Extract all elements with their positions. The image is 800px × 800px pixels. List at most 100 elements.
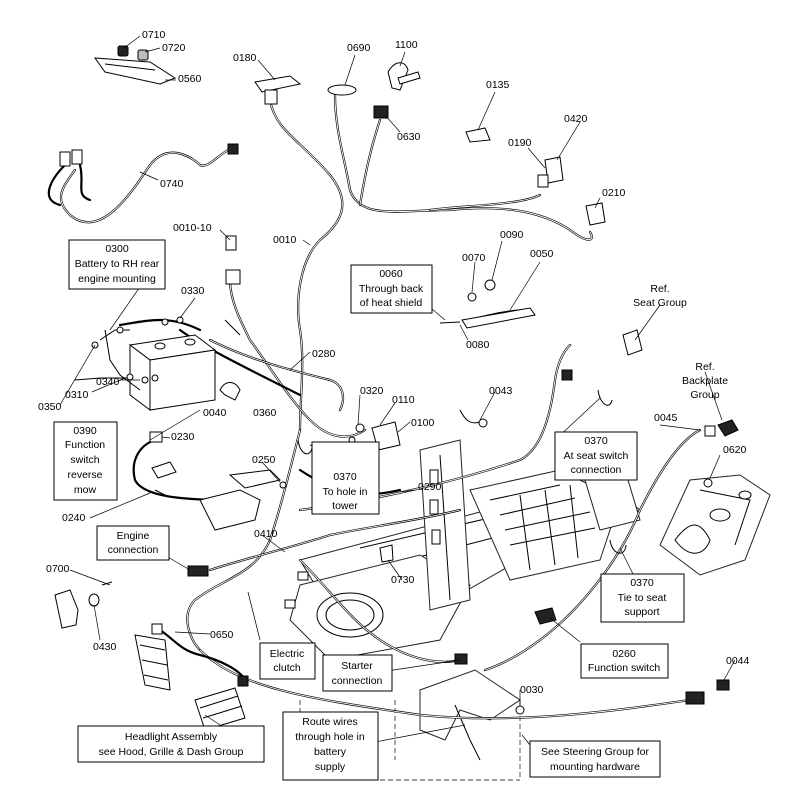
plug-0740c [227,143,239,155]
tie-0370a [597,389,613,406]
callout-0060-line-2: Through back [359,283,424,295]
callout-headlight-line-1: Headlight Assembly [125,731,218,743]
part-number-0630: 0630 [397,131,421,143]
callout-engine-line-2: connection [108,544,159,556]
washer-0090 [484,279,496,291]
callout-0300-line-3: engine mounting [78,273,156,285]
part-number-0330: 0330 [181,285,205,297]
part-number-0250: 0250 [252,454,276,466]
callout-labels: 0300 Battery to RH rear engine mounting … [65,243,728,773]
callout-headlight-line-2: see Hood, Grille & Dash Group [99,746,244,758]
battery-0040 [128,334,217,411]
part-number-0070: 0070 [462,252,486,264]
keys-1100 [387,62,409,91]
part-number-0050: 0050 [530,248,554,260]
part-number-0240: 0240 [62,512,86,524]
connector-0044a [685,691,705,705]
connector-0650 [151,623,163,635]
part-number-0740: 0740 [160,178,184,190]
part-number-0430: 0430 [93,641,117,653]
callout-box-route [282,711,379,781]
callout-box-0060 [350,264,433,314]
callout-0370c-line-2: Tie to seat [618,592,667,604]
plug-0740b [71,149,83,165]
callout-0370c-line-1: 0370 [630,577,654,589]
callout-0370a-line-3: connection [571,464,622,476]
part-number-0230: 0230 [171,431,195,443]
callout-0390-line-5: mow [74,484,97,496]
part-number-0010: 0010 [273,234,297,246]
connector-0045 [704,425,716,437]
part-number-0560: 0560 [178,73,202,85]
switch-0720 [137,49,149,61]
seat-switch-connector [561,369,573,381]
part-number-0044: 0044 [726,655,750,667]
callout-0300-line-2: Battery to RH rear [75,258,160,270]
callout-0060-line-1: 0060 [379,268,403,280]
part-number-0720: 0720 [162,42,186,54]
switch-0630 [373,105,389,119]
switch-0710 [117,45,129,57]
seat-pan [659,474,771,576]
part-number-0045: 0045 [654,412,678,424]
part-number-0090: 0090 [500,229,524,241]
callout-box-clutch [259,642,316,680]
part-number-0650: 0650 [210,629,234,641]
part-number-0290: 0290 [418,481,442,493]
callout-0370b-line-2: To hole in [323,486,368,498]
callout-route-line-4: supply [315,761,346,773]
part-number-0110: 0110 [392,394,415,406]
tie-0370c [609,539,627,554]
connector-0044 [716,679,730,691]
bolt-0030 [515,705,525,715]
callout-box-0370b [311,441,380,515]
callout-0390-line-2: Function [65,439,105,451]
callout-box-starter [322,654,393,692]
callout-route-line-1: Route wires [302,716,357,728]
callout-0370b-line-3: tower [332,500,358,512]
callout-seat-line-1: Ref. [650,283,669,295]
callout-backplate-line-1: Ref. [695,361,714,373]
switch-0260 [534,607,557,625]
washer-0070 [467,292,477,302]
bracket-0700 [54,589,79,629]
wire-harness [47,93,702,720]
fuse-0410 [297,571,309,581]
starter-connector [454,653,468,665]
callout-route-line-2: through hole in [295,731,365,743]
part-0730 [379,544,394,563]
callout-box-0370a [554,431,638,481]
callout-clutch-line-2: clutch [273,662,301,674]
callout-box-engine [96,525,170,561]
chassis-frame [289,439,641,781]
callout-0060-line-3: of heat shield [360,297,423,309]
part-0043 [459,409,481,424]
engine-connector [187,565,209,577]
elbow-0360 [219,382,241,401]
callout-backplate-line-2: Backplate [682,375,728,387]
headlight-right [194,687,246,731]
callout-0370a-line-1: 0370 [584,435,608,447]
backplate-connector [717,419,739,437]
part-number-0410: 0410 [254,528,278,540]
part-number-0620: 0620 [723,444,747,456]
bracket-0050 [461,307,536,329]
callout-0300-line-1: 0300 [105,243,129,255]
part-0430 [88,593,100,607]
part-number-0730: 0730 [391,574,415,586]
callout-steering-line-1: See Steering Group for [541,746,649,758]
callout-starter-line-2: connection [332,675,383,687]
part-number-1100: 1100 [395,39,418,51]
bracket-0250 [199,489,261,531]
callout-0390-line-4: reverse [67,469,102,481]
part-number-0320: 0320 [360,385,384,397]
part-number-0190: 0190 [508,137,532,149]
part-number-0310: 0310 [65,389,89,401]
part-number-0350: 0350 [38,401,62,413]
part-number-0080: 0080 [466,339,490,351]
callout-box-0370c [600,573,685,623]
key-switch-0180 [254,75,302,93]
plug-0740a [59,151,71,167]
callout-0260-line-2: Function switch [588,662,661,674]
